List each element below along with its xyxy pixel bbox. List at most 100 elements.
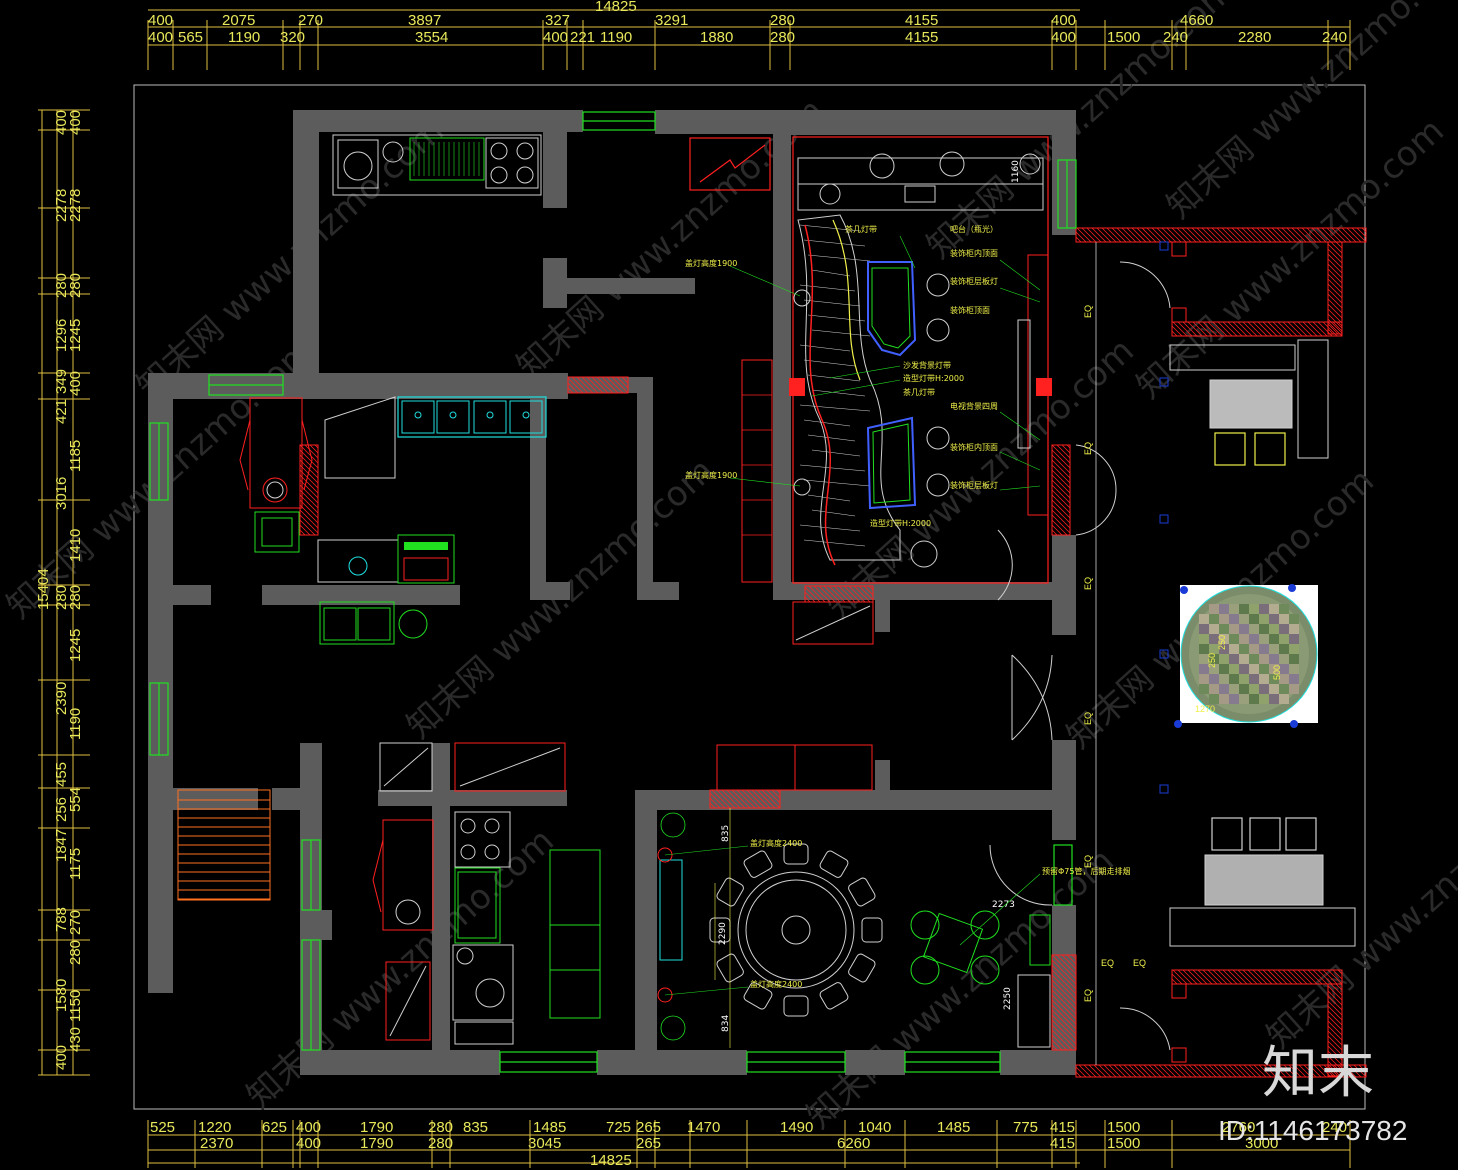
bottom-dim-2: 1500	[1107, 1135, 1140, 1152]
top-dim-2: 1880	[700, 29, 733, 46]
dimension-ticks	[38, 20, 1351, 1168]
top-dim-1: 327	[545, 12, 570, 29]
left-stair	[177, 789, 271, 901]
top-dim-1: 3897	[408, 12, 441, 29]
small-markers	[1159, 241, 1169, 794]
bottom-dim-2: 3000	[1245, 1135, 1278, 1152]
label-pipe-note: 预留Φ75管，后期走排烟	[1042, 866, 1130, 876]
bottom-dim-2: 2370	[200, 1135, 233, 1152]
left-dim-2: 1245	[67, 319, 84, 352]
bottom-dim-2: 6260	[837, 1135, 870, 1152]
dining-chairs	[709, 843, 883, 1017]
entry-doors	[989, 444, 1117, 906]
bottom-dim-1: 240	[1322, 1119, 1347, 1136]
top-dim-1: 400	[1051, 12, 1076, 29]
label-pendant-height-1: 盖灯高度1900	[685, 258, 737, 268]
bottom-dim-2: 265	[636, 1135, 661, 1152]
top-dim-1: 4155	[905, 12, 938, 29]
bottom-dim-1: 1500	[1107, 1119, 1140, 1136]
left-dim-2: 1185	[67, 440, 84, 472]
left-dimension-col-1: 4002278280129634942130162802390455256184…	[53, 110, 70, 1070]
table-pattern-top	[1209, 379, 1293, 429]
top-dim-2: 1190	[228, 29, 260, 46]
stair-treads	[799, 224, 871, 547]
label-bar-counter: 吧台（瓶光）	[950, 224, 998, 234]
living-room-labels: 茶几灯带 吧台（瓶光） 盖灯高度1900 装饰柜内顶面 装饰柜层板灯 装饰柜顶面…	[685, 160, 1041, 528]
left-dim-1: 400	[53, 1045, 70, 1070]
top-dim-1: 270	[298, 12, 323, 29]
bottom-dim-2: 1790	[360, 1135, 393, 1152]
bottom-dim-1: 1485	[533, 1119, 566, 1136]
eq-label: EQ	[1133, 958, 1146, 968]
bottom-dim-2: 3045	[528, 1135, 561, 1152]
label-dim-834: 834	[721, 1015, 731, 1032]
left-dim-2: 280	[67, 273, 84, 298]
eq-label: EQ	[1083, 855, 1093, 868]
left-dim-1: 2390	[53, 682, 70, 715]
drawing-frame	[133, 84, 1366, 1110]
left-dim-1: 400	[53, 110, 70, 135]
top-dim-1: 280	[770, 12, 795, 29]
left-dim-2: 280	[67, 585, 84, 610]
left-dim-1: 788	[53, 907, 70, 932]
id-label: ID:1146173782	[1218, 1115, 1407, 1146]
top-dim-1: 3291	[655, 12, 688, 29]
top-dim-2: 280	[770, 29, 795, 46]
left-dim-1: 349	[53, 369, 70, 394]
top-dim-2: 4155	[905, 29, 938, 46]
label-tea-table-light-2: 茶几灯带	[903, 387, 935, 397]
bottom-dim-1: 2760	[1222, 1119, 1255, 1136]
left-dim-2: 280	[67, 940, 84, 965]
left-dim-2: 1190	[67, 708, 84, 740]
left-dim-1: 1580	[53, 979, 70, 1012]
bottom-dim-1: 1040	[858, 1119, 891, 1136]
label-tea-table-light: 茶几灯带	[845, 224, 877, 234]
eq-label: EQ	[1083, 577, 1093, 590]
top-dim-2: 1500	[1107, 29, 1140, 46]
label-dim-2290: 2290	[718, 922, 728, 945]
rug-dim-1270: 1270	[1195, 704, 1215, 714]
left-dim-2: 430	[67, 1027, 84, 1052]
label-dining-lamp-2: 盖灯高度2400	[750, 979, 802, 989]
left-dim-1: 3016	[53, 477, 70, 510]
top-dim-2: 2280	[1238, 29, 1271, 46]
chairs-bottom	[1211, 817, 1317, 851]
top-dim-2: 3554	[415, 29, 448, 46]
bar-stools	[819, 151, 1041, 205]
top-dim-2: 400	[148, 29, 173, 46]
eq-label: EQ	[1101, 958, 1114, 968]
top-dim-2: 240	[1322, 29, 1347, 46]
top-dim-2: 320	[280, 29, 305, 46]
top-total-dimension: 14825	[595, 0, 637, 15]
label-cabinet-top-2: 装饰柜顶面	[950, 305, 990, 315]
bottom-dim-1: 525	[150, 1119, 175, 1136]
rug-dim-500: 500	[1272, 665, 1282, 680]
dimension-lines	[41, 9, 1350, 1164]
bottom-dim-1: 400	[296, 1119, 321, 1136]
left-dim-1: 1847	[53, 829, 70, 862]
left-dim-1: 280	[53, 585, 70, 610]
label-cabinet-shelf-1: 装饰柜层板灯	[950, 276, 998, 286]
brand-logo-text: 知末	[1262, 1041, 1374, 1106]
dining-table	[737, 871, 855, 989]
left-dim-2: 1245	[67, 629, 84, 662]
eq-label: EQ	[1083, 989, 1093, 1002]
corner-markers	[1174, 584, 1298, 728]
left-dim-2: 554	[67, 787, 84, 812]
bottom-dim-1: 265	[636, 1119, 661, 1136]
left-dim-1: 280	[53, 273, 70, 298]
bottom-dim-1: 1485	[937, 1119, 970, 1136]
dining-leaders	[664, 845, 1041, 996]
bottom-dim-1: 775	[1013, 1119, 1038, 1136]
bottom-dim-1: 835	[463, 1119, 488, 1136]
bottom-dim-1: 1490	[780, 1119, 813, 1136]
left-dim-2: 2278	[67, 189, 84, 222]
left-dim-1: 2278	[53, 189, 70, 222]
label-ceiling-light: 造型灯带H:2000	[903, 373, 964, 383]
bottom-dim-1: 725	[606, 1119, 631, 1136]
